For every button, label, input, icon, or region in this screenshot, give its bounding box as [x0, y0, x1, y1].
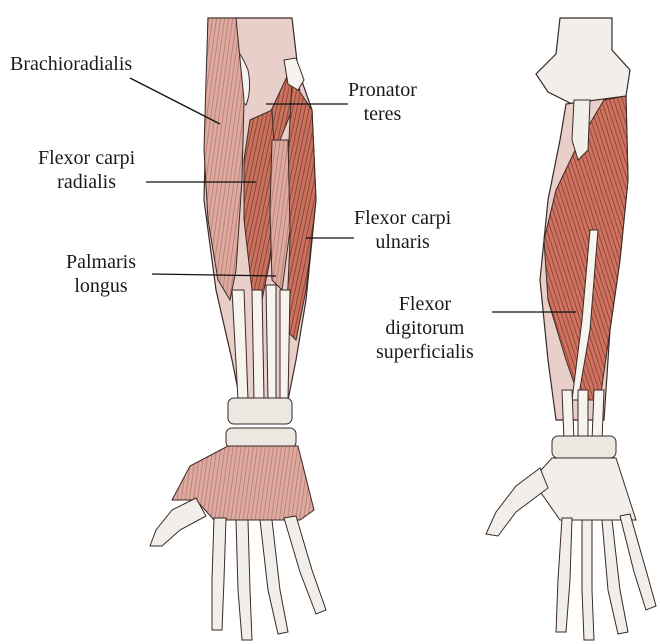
left-forearm-tendons — [232, 285, 290, 400]
right-fingers — [556, 514, 656, 640]
label-flexor-digitorum-superficialis: Flexor digitorum superficialis — [376, 292, 474, 364]
right-forearm-tendons — [562, 390, 604, 440]
right-palm — [532, 458, 636, 520]
left-fingers — [212, 516, 326, 640]
label-palmaris-longus: Palmaris longus — [66, 250, 136, 298]
left-wrist-band — [226, 428, 296, 448]
label-brachioradialis: Brachioradialis — [10, 52, 132, 76]
label-flexor-carpi-ulnaris: Flexor carpi ulnaris — [354, 206, 451, 254]
label-palmaris-longus-line2: longus — [66, 274, 136, 298]
label-palmaris-longus-line1: Palmaris — [66, 250, 136, 274]
label-flexor-digitorum-superficialis-line3: superficialis — [376, 340, 474, 364]
right-humerus — [536, 18, 630, 104]
right-wrist-band — [552, 436, 616, 458]
label-flexor-carpi-radialis-line1: Flexor carpi — [38, 146, 135, 170]
label-flexor-digitorum-superficialis-line2: digitorum — [376, 316, 474, 340]
right-forearm — [486, 18, 656, 640]
label-flexor-carpi-ulnaris-line1: Flexor carpi — [354, 206, 451, 230]
right-thumb — [486, 468, 548, 536]
left-wrist-retinaculum — [228, 398, 292, 424]
label-pronator-teres: Pronator teres — [348, 78, 417, 126]
label-flexor-carpi-ulnaris-line2: ulnaris — [354, 230, 451, 254]
left-forearm — [150, 18, 326, 640]
label-flexor-carpi-radialis: Flexor carpi radialis — [38, 146, 135, 194]
label-flexor-digitorum-superficialis-line1: Flexor — [376, 292, 474, 316]
label-pronator-teres-line1: Pronator — [348, 78, 417, 102]
label-flexor-carpi-radialis-line2: radialis — [38, 170, 135, 194]
left-thumb — [150, 498, 206, 546]
left-flexor-carpi-ulnaris-muscle — [286, 80, 316, 340]
label-brachioradialis-text: Brachioradialis — [10, 53, 132, 75]
label-pronator-teres-line2: teres — [348, 102, 417, 126]
